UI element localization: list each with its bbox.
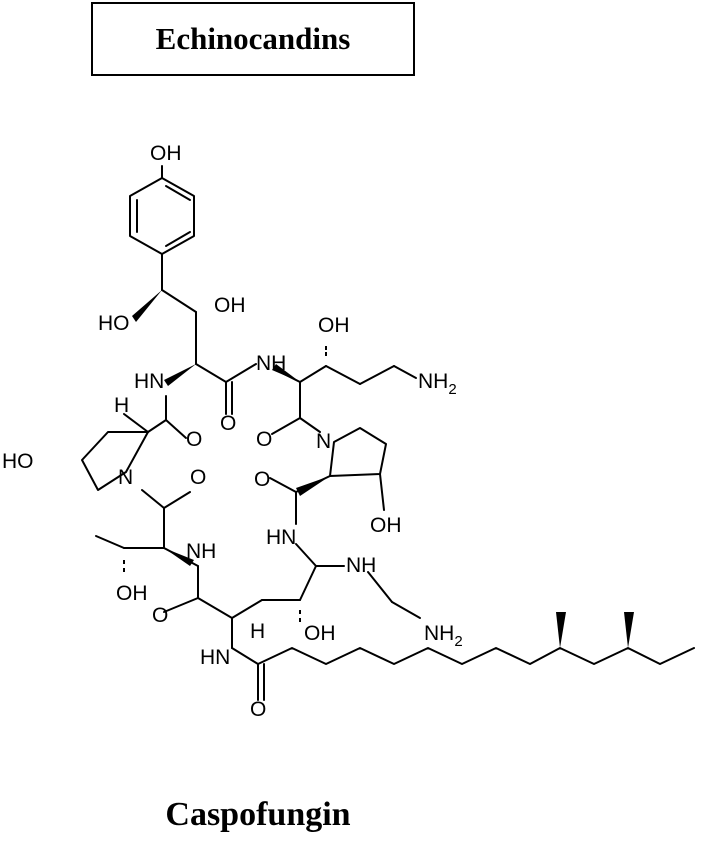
atom-hn: HN: [134, 370, 164, 393]
nh2-label: NH: [424, 622, 454, 645]
atom-nh2: NH2: [424, 622, 463, 650]
atom-hn: HN: [200, 646, 230, 669]
atom-hn: HN: [266, 526, 296, 549]
atom-oh: OH: [318, 314, 350, 337]
hash-bonds: [123, 346, 327, 622]
phenol-ring: [129, 177, 195, 255]
atom-nh: NH: [256, 352, 286, 375]
atom-o: O: [250, 698, 266, 721]
atom-nh: NH: [186, 540, 216, 563]
atom-o: O: [256, 428, 272, 451]
atom-nh: NH: [346, 554, 376, 577]
nh2-label: NH: [418, 370, 448, 393]
atom-o: O: [190, 466, 206, 489]
atom-ho: HO: [2, 450, 34, 473]
title-box: Echinocandins: [91, 2, 415, 76]
atom-ho: HO: [98, 312, 130, 335]
lipid-chain: [257, 647, 695, 665]
atom-n: N: [118, 466, 133, 489]
page-title: Echinocandins: [155, 21, 351, 56]
compound-caption: Caspofungin: [165, 796, 351, 833]
atom-oh: OH: [304, 622, 336, 645]
atom-n: N: [316, 430, 331, 453]
bonds: [81, 165, 695, 701]
atom-oh: OH: [150, 142, 182, 165]
left-pyrrolidine: [81, 431, 149, 491]
nh2-subscript: 2: [448, 381, 456, 398]
atom-nh2: NH2: [418, 370, 457, 398]
atom-h: H: [250, 620, 265, 643]
wedge-bonds: [132, 290, 634, 648]
atom-o: O: [220, 412, 236, 435]
atom-o: O: [152, 604, 168, 627]
atom-o: O: [254, 468, 270, 491]
atom-h: H: [114, 394, 129, 417]
right-pyrrolidine: [329, 427, 387, 477]
atom-oh: OH: [116, 582, 148, 605]
nh2-subscript: 2: [454, 633, 462, 650]
atom-oh: OH: [214, 294, 246, 317]
atom-oh: OH: [370, 514, 402, 537]
atom-o: O: [186, 428, 202, 451]
